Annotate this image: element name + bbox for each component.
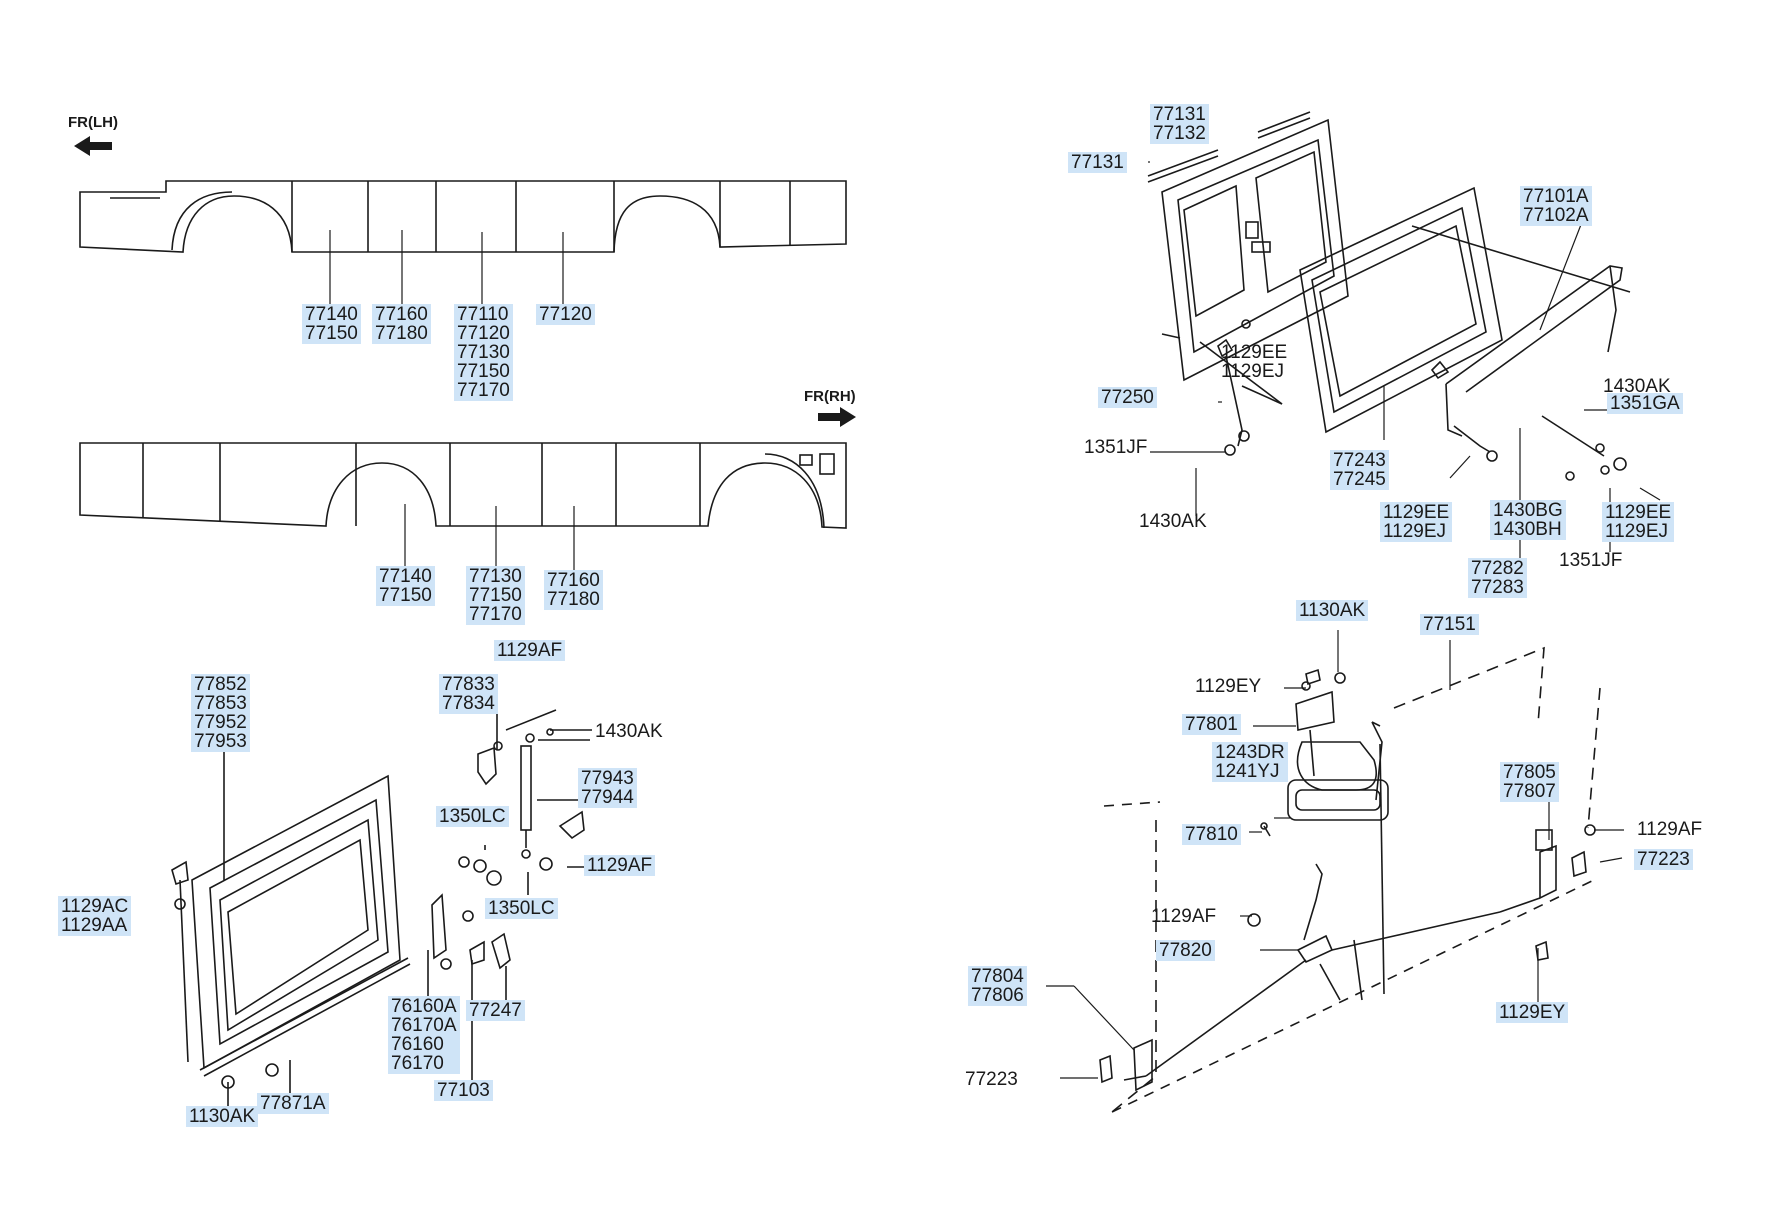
callout-1129af-right[interactable]: 1129AF <box>1637 819 1703 840</box>
callout-77223-left[interactable]: 77223 <box>965 1069 1018 1090</box>
callout-1430ak-right[interactable]: 1430AK <box>1603 376 1671 397</box>
callout-1430ak-lower[interactable]: 1430AK <box>1139 511 1207 532</box>
callout-77250[interactable]: 77250 <box>1098 387 1157 408</box>
callout-77103[interactable]: 77103 <box>434 1080 493 1101</box>
callout-77151[interactable]: 77151 <box>1420 614 1479 635</box>
callout-77223-right[interactable]: 77223 <box>1634 849 1693 870</box>
lower-door-mechanism <box>1099 646 1601 1113</box>
callout-77810[interactable]: 77810 <box>1182 824 1241 845</box>
callout-1350lc-upper[interactable]: 1350LC <box>436 806 509 827</box>
callout-77820[interactable]: 77820 <box>1156 940 1215 961</box>
callout-77871a[interactable]: 77871A <box>257 1093 329 1114</box>
callout-1129af-lower[interactable]: 1129AF <box>1151 906 1217 927</box>
side-window-assembly <box>171 718 411 1110</box>
callout-77120[interactable]: 77120 <box>536 304 595 325</box>
callout-1129af-top[interactable]: 1129AF <box>494 640 566 661</box>
fr-lh-arrow-icon <box>74 136 112 156</box>
callout-1351ga[interactable]: 1351GA <box>1607 393 1683 414</box>
callout-77131[interactable]: 77131 <box>1068 152 1127 173</box>
fr-lh-label: FR(LH) <box>68 114 118 131</box>
upper-side-panel <box>79 180 847 253</box>
fr-rh-label: FR(RH) <box>804 388 856 405</box>
callout-1129ey-lower[interactable]: 1129EY <box>1496 1002 1569 1023</box>
support-arms <box>1161 265 1627 481</box>
lower-side-panel <box>79 442 847 529</box>
callout-77247[interactable]: 77247 <box>466 1000 525 1021</box>
callout-77801[interactable]: 77801 <box>1182 714 1241 735</box>
leader-lines-upper <box>329 230 575 575</box>
gas-strut-hardware <box>427 675 592 1080</box>
upper-door-frame <box>1147 111 1349 382</box>
callout-1350lc-lower[interactable]: 1350LC <box>485 898 558 919</box>
callout-1130ak-right[interactable]: 1130AK <box>1296 600 1369 621</box>
callout-1130ak-bottom[interactable]: 1130AK <box>186 1106 259 1127</box>
callout-1351jf-left[interactable]: 1351JF <box>1084 437 1148 458</box>
leader-lines-lower-right <box>1046 630 1624 1079</box>
callout-1351jf-right[interactable]: 1351JF <box>1559 550 1623 571</box>
callout-1129ey-upper[interactable]: 1129EY <box>1195 676 1262 697</box>
upper-door-glass <box>1299 186 1631 434</box>
callout-1129af-mid[interactable]: 1129AF <box>584 855 656 876</box>
fr-rh-arrow-icon <box>818 407 856 427</box>
callout-1430ak-left[interactable]: 1430AK <box>595 721 663 742</box>
